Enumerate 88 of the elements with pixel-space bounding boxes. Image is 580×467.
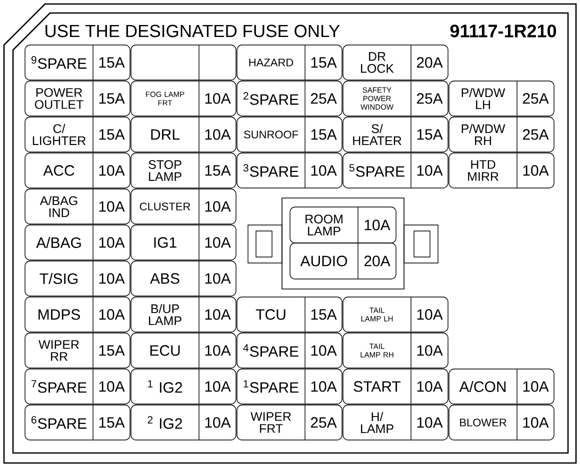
fuse-label: HTD MIRR	[468, 160, 498, 181]
fuse-label: $^{7}$SPARE	[32, 380, 86, 393]
fuse-label: CLUSTER	[140, 202, 190, 210]
fuse-label: $^{3}$SPARE	[243, 164, 298, 177]
fuse-label: SUNROOF	[244, 130, 298, 138]
amp-rating: 10A	[205, 417, 231, 428]
fuse-label: ACC	[43, 165, 74, 176]
fuse-label: $^{2}$ IG2	[148, 416, 182, 429]
amp-rating: 15A	[311, 129, 337, 140]
fuse-label: WIPER FRT	[250, 412, 291, 433]
fuse-box	[130, 44, 236, 80]
amp-rating: 15A	[417, 129, 443, 140]
amp-rating: 15A	[99, 345, 125, 356]
fuse-label: P/WDW RH	[462, 124, 506, 146]
amp-rating: 10A	[205, 309, 231, 320]
fuse-label: S/ HEATER	[353, 124, 402, 146]
amp-rating: 10A	[205, 381, 231, 392]
amp-rating: 15A	[99, 57, 125, 68]
fuse-label: $^{9}$SPARE	[31, 56, 86, 69]
amp-rating: 10A	[417, 417, 443, 428]
fuse-label: POWER OUTLET	[34, 88, 84, 109]
fuse-label: WIPER RR	[38, 340, 79, 361]
amp-rating: 10A	[417, 345, 443, 356]
fuse-label: START	[354, 381, 401, 392]
fuse-label: C/ LIGHTER	[32, 124, 86, 146]
amp-rating: 10A	[99, 273, 125, 284]
amp-rating: 10A	[205, 201, 231, 212]
amp-rating: 10A	[311, 381, 337, 392]
amp-rating: 10A	[99, 309, 125, 320]
fuse-label: A/BAG IND	[40, 196, 78, 218]
amp-rating: 10A	[99, 237, 125, 248]
fuse-label: ROOM LAMP	[306, 214, 342, 236]
amp-rating: 15A	[205, 165, 231, 176]
fuse-label: MDPS	[38, 309, 80, 320]
fuse-label: $^{4}$SPARE	[243, 344, 298, 357]
fuse-label: $^{2}$SPARE	[244, 92, 298, 105]
amp-rating: 10A	[417, 309, 443, 320]
fuse-label: ECU	[150, 345, 180, 356]
fuse-label: A/CON	[459, 381, 506, 392]
amp-rating: 10A	[205, 237, 231, 248]
relay-block	[282, 198, 404, 290]
instruction-text: USE THE DESIGNATED FUSE ONLY	[46, 24, 340, 38]
amp-rating: 10A	[311, 345, 337, 356]
fuse-label: P/WDW LH	[462, 88, 506, 110]
amp-rating: 10A	[205, 345, 231, 356]
fuse-label: HAZARD	[249, 58, 294, 66]
fuse-label: $^{5}$SPARE	[349, 164, 404, 177]
amp-rating: 20A	[416, 57, 443, 68]
amp-rating: 25A	[522, 93, 549, 104]
amp-rating: 25A	[522, 129, 549, 140]
fuse-label: A/BAG	[36, 237, 81, 248]
fuse-label: BLOWER	[460, 418, 506, 426]
fuse-label: H/ LAMP	[361, 412, 394, 434]
amp-rating: 10A	[364, 220, 390, 230]
amp-rating: 15A	[99, 129, 125, 140]
amp-rating: 10A	[523, 417, 549, 428]
fuse-label: STOP LAMP	[148, 160, 182, 181]
fuse-label: ABS	[150, 273, 180, 284]
amp-rating: 25A	[310, 93, 337, 104]
amp-rating: 10A	[523, 165, 549, 176]
amp-rating: 10A	[417, 381, 443, 392]
fuse-label: $^{1}$SPARE	[244, 380, 298, 393]
amp-rating: 25A	[310, 417, 337, 428]
amp-rating: 15A	[99, 93, 125, 104]
fuse-label: DR LOCK	[361, 52, 394, 73]
amp-rating: 20A	[364, 256, 390, 266]
amp-rating: 10A	[311, 165, 337, 176]
amp-rating: 15A	[99, 417, 125, 428]
amp-rating: 10A	[99, 165, 125, 176]
fuse-label: $^{1}$ IG2	[148, 380, 182, 393]
amp-rating: 25A	[416, 93, 443, 104]
amp-rating: 10A	[205, 273, 231, 284]
amp-rating: 15A	[311, 309, 337, 320]
fuse-label: T/SIG	[40, 273, 78, 284]
part-number: 91117-1R210	[450, 24, 556, 38]
amp-rating: 10A	[205, 129, 231, 140]
amp-rating: 15A	[311, 57, 337, 68]
amp-rating: 10A	[99, 201, 125, 212]
amp-rating: 10A	[523, 381, 549, 392]
fuse-label: $^{6}$SPARE	[32, 416, 86, 429]
fuse-label: DRL	[151, 129, 180, 140]
fuse-label: TCU	[256, 309, 286, 320]
amp-rating: 10A	[99, 381, 125, 392]
amp-rating: 10A	[417, 165, 443, 176]
fuse-label: AUDIO	[300, 256, 348, 266]
fuse-label: B/UP LAMP	[149, 304, 182, 326]
fuse-label: IG1	[154, 237, 176, 248]
amp-rating: 10A	[205, 93, 231, 104]
